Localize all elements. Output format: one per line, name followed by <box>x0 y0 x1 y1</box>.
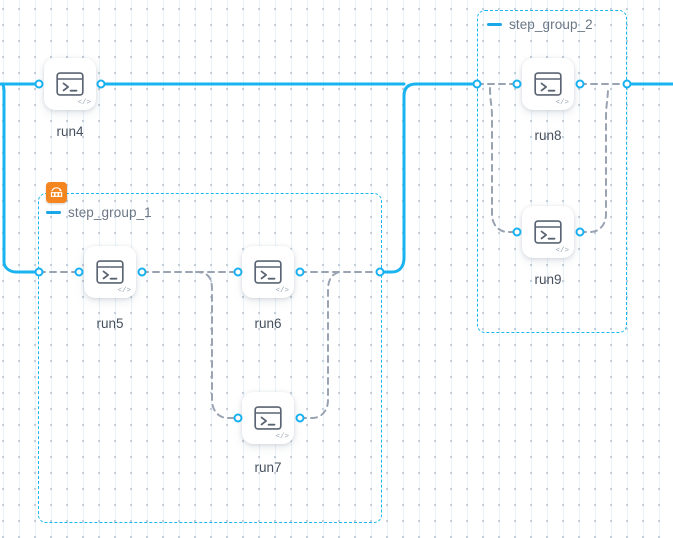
terminal-icon <box>534 72 562 96</box>
code-icon: </> <box>555 98 569 107</box>
group-label-step_group_1[interactable]: step_group_1 <box>46 205 152 220</box>
port-run7-in[interactable] <box>233 413 243 423</box>
port-run6-in[interactable] <box>233 267 243 277</box>
port-run9-out[interactable] <box>575 227 585 237</box>
node-label-run9: run9 <box>534 272 562 287</box>
edge[interactable] <box>195 271 239 419</box>
port-run5-out[interactable] <box>137 267 147 277</box>
group-frame-step_group_2[interactable] <box>477 10 627 333</box>
node-run7[interactable]: </> <box>242 392 294 444</box>
code-icon: </> <box>275 286 289 295</box>
node-run4[interactable]: </> <box>44 58 96 110</box>
port-group2-in[interactable] <box>472 79 482 89</box>
code-icon: </> <box>555 246 569 255</box>
terminal-icon <box>56 72 84 96</box>
group-label-text: step_group_1 <box>68 205 152 220</box>
loop-icon[interactable] <box>46 182 67 203</box>
edge[interactable] <box>378 82 479 274</box>
edge[interactable] <box>579 87 609 233</box>
group-label-step_group_2[interactable]: step_group_2 <box>487 17 593 32</box>
node-label-run6: run6 <box>254 316 282 331</box>
terminal-icon <box>534 220 562 244</box>
edge[interactable] <box>0 82 41 274</box>
port-run6-out[interactable] <box>295 267 305 277</box>
terminal-icon <box>96 260 124 284</box>
port-run8-out[interactable] <box>575 79 585 89</box>
terminal-icon <box>254 260 282 284</box>
code-icon: </> <box>77 98 91 107</box>
port-group1-in[interactable] <box>34 267 44 277</box>
node-label-run7: run7 <box>254 460 282 475</box>
port-run8-in[interactable] <box>512 79 522 89</box>
node-run9[interactable]: </> <box>522 206 574 258</box>
port-run9-in[interactable] <box>512 227 522 237</box>
edge[interactable] <box>489 87 518 233</box>
node-label-run8: run8 <box>534 128 562 143</box>
minus-icon[interactable] <box>487 23 502 26</box>
port-run5-in[interactable] <box>74 267 84 277</box>
code-icon: </> <box>275 432 289 441</box>
code-icon: </> <box>117 286 131 295</box>
node-run6[interactable]: </> <box>242 246 294 298</box>
node-label-run5: run5 <box>96 316 124 331</box>
minus-icon[interactable] <box>46 211 61 214</box>
port-group2-out[interactable] <box>622 79 632 89</box>
port-run4-out[interactable] <box>96 79 106 89</box>
node-run8[interactable]: </> <box>522 58 574 110</box>
group-label-text: step_group_2 <box>509 17 593 32</box>
terminal-icon <box>254 406 282 430</box>
node-run5[interactable]: </> <box>84 246 136 298</box>
edge[interactable] <box>299 271 343 419</box>
port-group1-out[interactable] <box>375 267 385 277</box>
port-run7-out[interactable] <box>295 413 305 423</box>
node-label-run4: run4 <box>56 124 84 139</box>
port-run4-in[interactable] <box>34 79 44 89</box>
group-frame-step_group_1[interactable] <box>38 193 382 523</box>
